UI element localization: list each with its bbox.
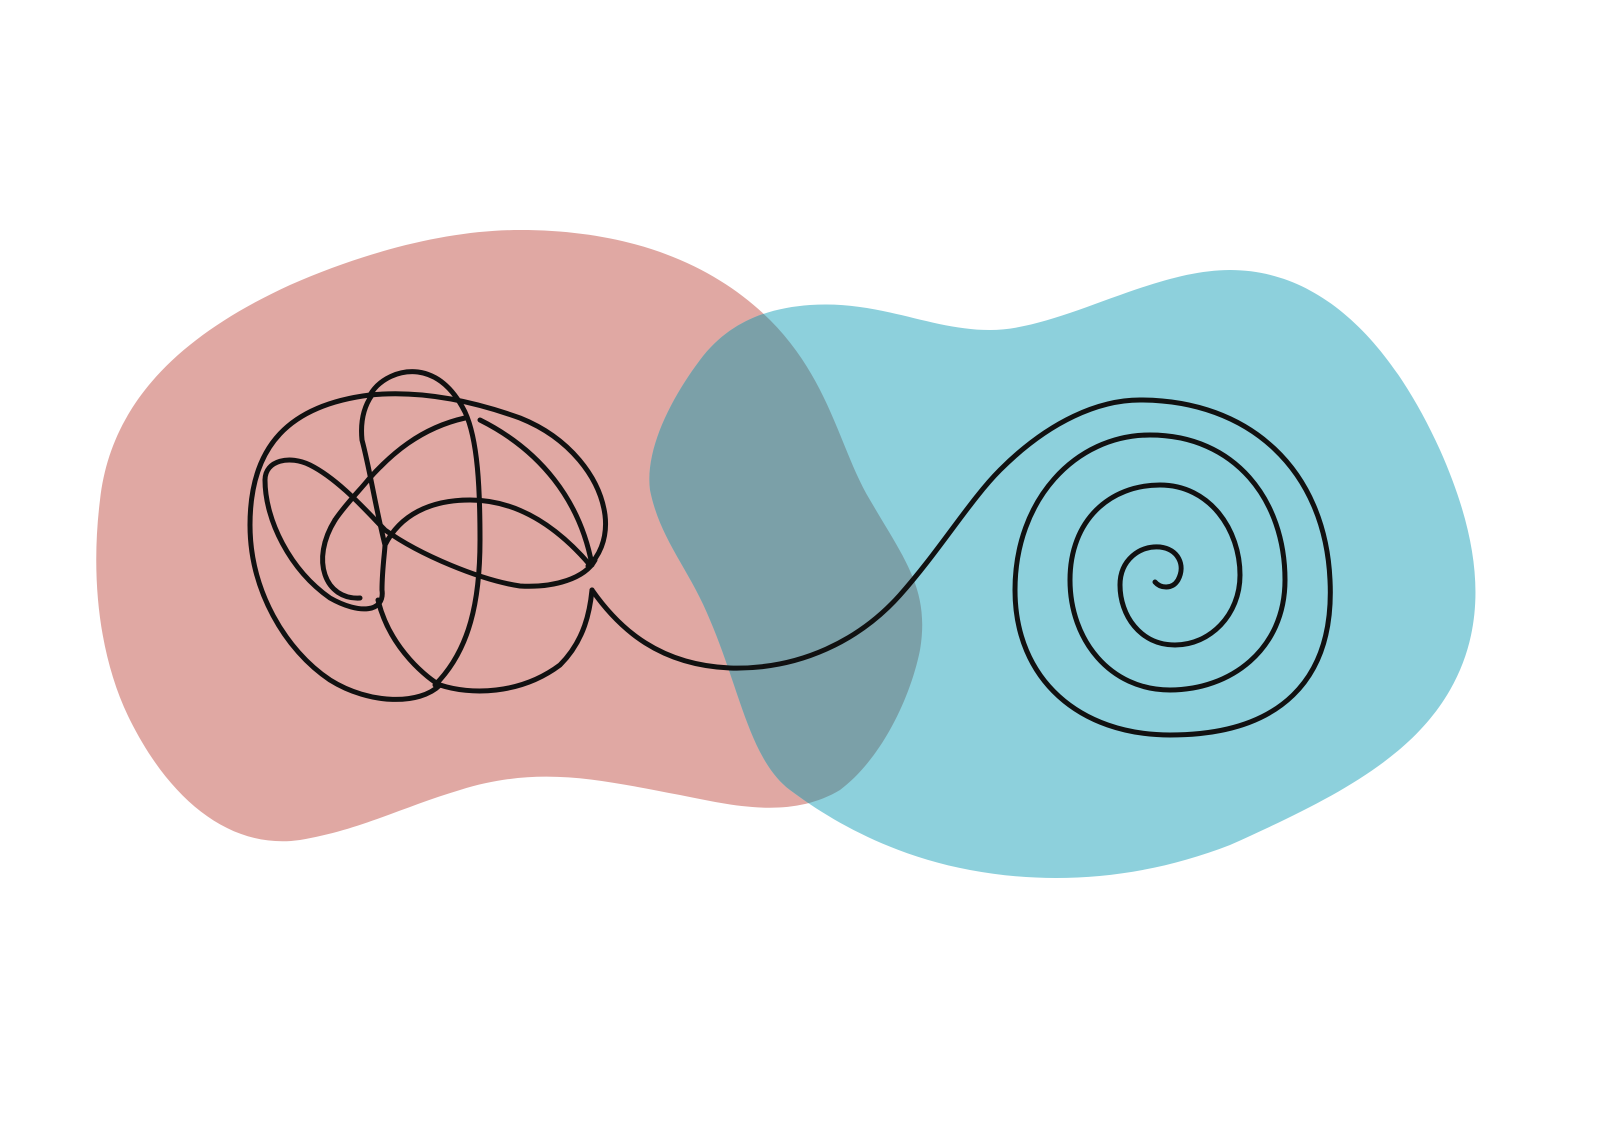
spiral-icon [1012,397,1333,738]
tangled-scribble-icon [247,369,609,702]
connector-curve [589,397,1143,671]
